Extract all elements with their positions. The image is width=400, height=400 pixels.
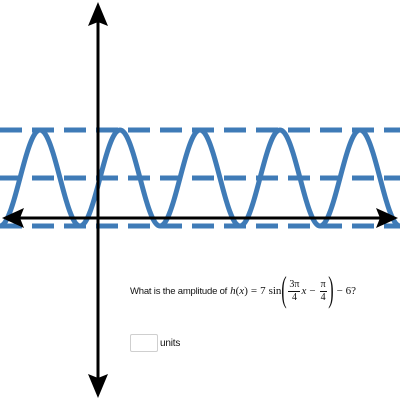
x-variable: x [301,285,307,297]
sine-curve [0,127,400,229]
question-text: What is the amplitude of [130,285,228,297]
fraction-numerator: π [319,278,327,292]
paren-close-large: ) [327,269,334,309]
trig-function: sin [268,285,282,297]
y-axis-top-arrow [88,2,108,26]
amplitude-answer-input[interactable] [130,334,158,352]
x-axis-right-arrow [376,208,398,228]
function-expression: h ( x ) = 7 sin ( 3π 4 x − π 4 ) − 6? [230,269,356,309]
paren-open-small: ( [235,285,240,297]
fraction-coefficient: 3π 4 [288,278,301,304]
x-axis-left-arrow [2,208,24,228]
fraction-denominator: 4 [291,291,297,303]
question-prompt: What is the amplitude of h ( x ) = 7 sin… [130,270,356,312]
answer-row: units [130,333,180,353]
coefficient: 7 [260,285,266,297]
fraction-numerator: 3π [288,278,301,292]
paren-open-large: ( [281,269,288,309]
question-tail: − 6? [336,285,356,297]
equals-sign: = [250,285,258,297]
unit-label: units [160,337,181,349]
paren-close-small: ) [244,285,248,297]
fraction-denominator: 4 [320,291,326,303]
fraction-phase-shift: π 4 [319,278,327,304]
function-variable: x [239,285,245,297]
y-axis-bottom-arrow [88,374,108,398]
minus-sign: − [309,285,316,297]
function-name: h [230,285,236,297]
